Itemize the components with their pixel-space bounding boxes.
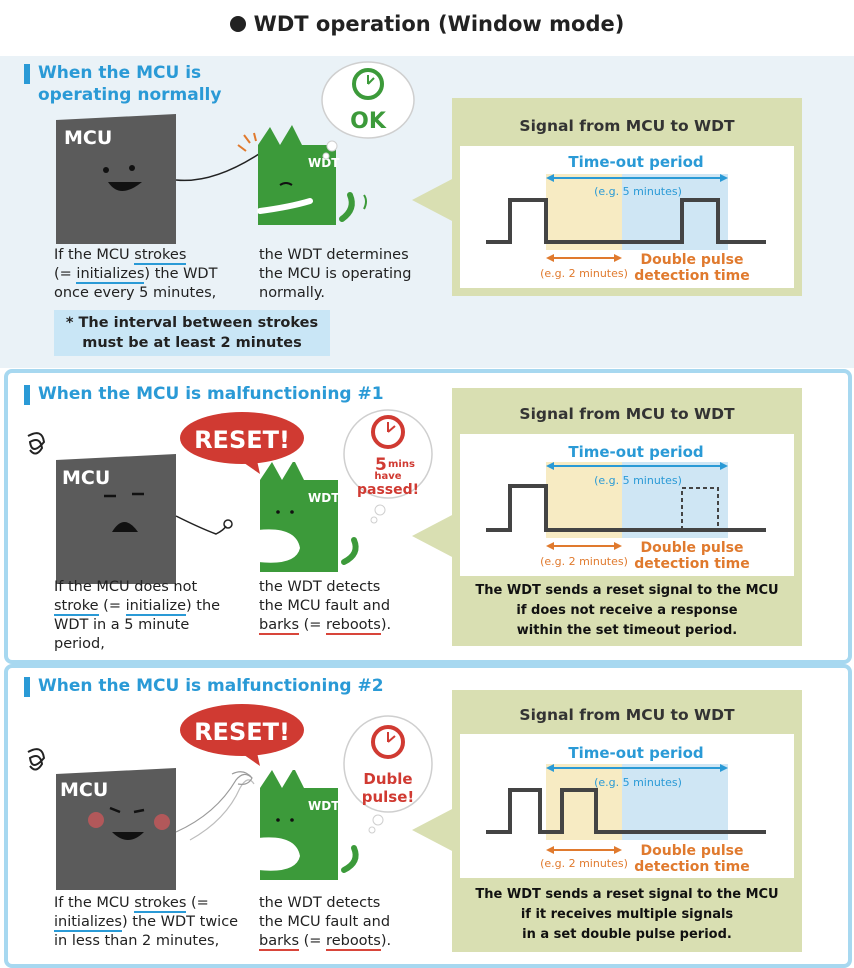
panel-title: Signal from MCU to WDT — [519, 706, 735, 724]
wdt-caption-malfunction-2: the WDT detects the MCU fault and barks … — [259, 895, 392, 951]
svg-text:WDT: WDT — [308, 799, 340, 813]
signal-diagram-malfunction-1: Time-out period (e.g. 5 minutes) (e.g. 2… — [486, 443, 766, 572]
panel-pointer — [412, 178, 454, 222]
wdt-caption-malfunction-1: the WDT detects the MCU fault and barks … — [259, 579, 392, 635]
svg-text:(e.g. 5 minutes): (e.g. 5 minutes) — [594, 185, 682, 198]
mcu-caption-malfunction-1: If the MCU does not stroke (= initialize… — [54, 579, 221, 652]
section-malfunction-1-heading: When the MCU is malfunctioning #1 — [24, 383, 384, 405]
mcu-caption-malfunction-2: If the MCU strokes (= initializes) the W… — [54, 895, 239, 949]
panel-pointer — [412, 514, 454, 558]
svg-text:OK: OK — [350, 109, 387, 134]
svg-text:Time-out period: Time-out period — [568, 744, 703, 762]
svg-text:passed!: passed! — [357, 482, 419, 498]
time-passed-bubble: 5 mins have passed! — [343, 409, 433, 524]
panel-title: Signal from MCU to WDT — [519, 405, 735, 423]
scribble-icon — [27, 748, 46, 771]
wdt-dog-normal: WDT — [237, 125, 367, 225]
svg-text:(e.g. 2 minutes): (e.g. 2 minutes) — [540, 857, 628, 870]
svg-text:(e.g. 2 minutes): (e.g. 2 minutes) — [540, 267, 628, 280]
panel-title: Signal from MCU to WDT — [519, 117, 735, 135]
signal-diagram-malfunction-2: Time-out period (e.g. 5 minutes) (e.g. 2… — [486, 744, 766, 875]
section-malfunction-2-heading: When the MCU is malfunctioning #2 — [24, 675, 384, 697]
svg-text:RESET!: RESET! — [194, 718, 290, 746]
svg-text:detection time: detection time — [634, 268, 750, 284]
wdt-dog-malfunction-2: WDT — [258, 770, 359, 880]
svg-text:(e.g. 2 minutes): (e.g. 2 minutes) — [540, 555, 628, 568]
svg-text:WDT: WDT — [308, 491, 340, 505]
section-normal-heading: When the MCU is operating normally — [24, 62, 221, 106]
svg-text:Time-out period: Time-out period — [568, 443, 703, 461]
panel-pointer — [412, 808, 454, 852]
svg-text:MCU: MCU — [62, 467, 110, 489]
mcu-character-malfunction-2: MCU — [27, 748, 255, 890]
svg-text:Double pulse: Double pulse — [640, 843, 743, 859]
bullet-dot-icon — [229, 16, 246, 32]
svg-text:Time-out period: Time-out period — [568, 153, 703, 171]
mcu-character-normal: MCU — [56, 114, 266, 244]
wdt-caption-normal: the WDT determines the MCU is operating … — [259, 247, 412, 301]
mcu-caption-normal: If the MCU strokes (= initializes) the W… — [54, 247, 218, 301]
page-title: WDT operation (Window mode) — [0, 12, 854, 36]
svg-text:RESET!: RESET! — [194, 426, 290, 454]
mcu-character-malfunction-1: MCU — [27, 432, 233, 584]
reset-bubble-2: RESET! — [180, 704, 304, 766]
panel-footnote: The WDT sends a reset signal to the MCU … — [475, 583, 779, 638]
svg-text:detection time: detection time — [634, 556, 750, 572]
svg-text:WDT: WDT — [308, 156, 340, 170]
svg-text:Double pulse: Double pulse — [640, 540, 743, 556]
reset-bubble-1: RESET! — [180, 412, 304, 474]
svg-text:(e.g. 5 minutes): (e.g. 5 minutes) — [594, 474, 682, 487]
scribble-icon — [27, 432, 46, 455]
clock-icon — [371, 415, 405, 449]
wdt-dog-malfunction-1: WDT — [258, 462, 359, 572]
svg-text:have: have — [374, 471, 401, 482]
ok-thought-bubble: OK — [321, 61, 415, 160]
signal-panel-normal: Signal from MCU to WDT — [452, 98, 802, 296]
mcu-label: MCU — [64, 127, 112, 149]
panel-footnote: The WDT sends a reset signal to the MCU … — [475, 887, 779, 942]
clock-icon — [371, 725, 405, 759]
svg-text:5: 5 — [375, 455, 387, 475]
double-pulse-bubble: Duble pulse! — [343, 715, 433, 834]
svg-text:MCU: MCU — [60, 779, 108, 801]
signal-diagram-normal: Time-out period (e.g. 5 minutes) (e.g. 2… — [486, 153, 766, 284]
svg-text:Double pulse: Double pulse — [640, 252, 743, 268]
svg-text:detection time: detection time — [634, 859, 750, 875]
svg-text:Duble: Duble — [363, 770, 412, 788]
svg-text:mins: mins — [388, 459, 415, 470]
clock-icon — [352, 68, 384, 100]
svg-text:(e.g. 5 minutes): (e.g. 5 minutes) — [594, 776, 682, 789]
stroke-interval-note: * The interval between strokes must be a… — [54, 310, 330, 356]
svg-text:pulse!: pulse! — [362, 788, 415, 806]
